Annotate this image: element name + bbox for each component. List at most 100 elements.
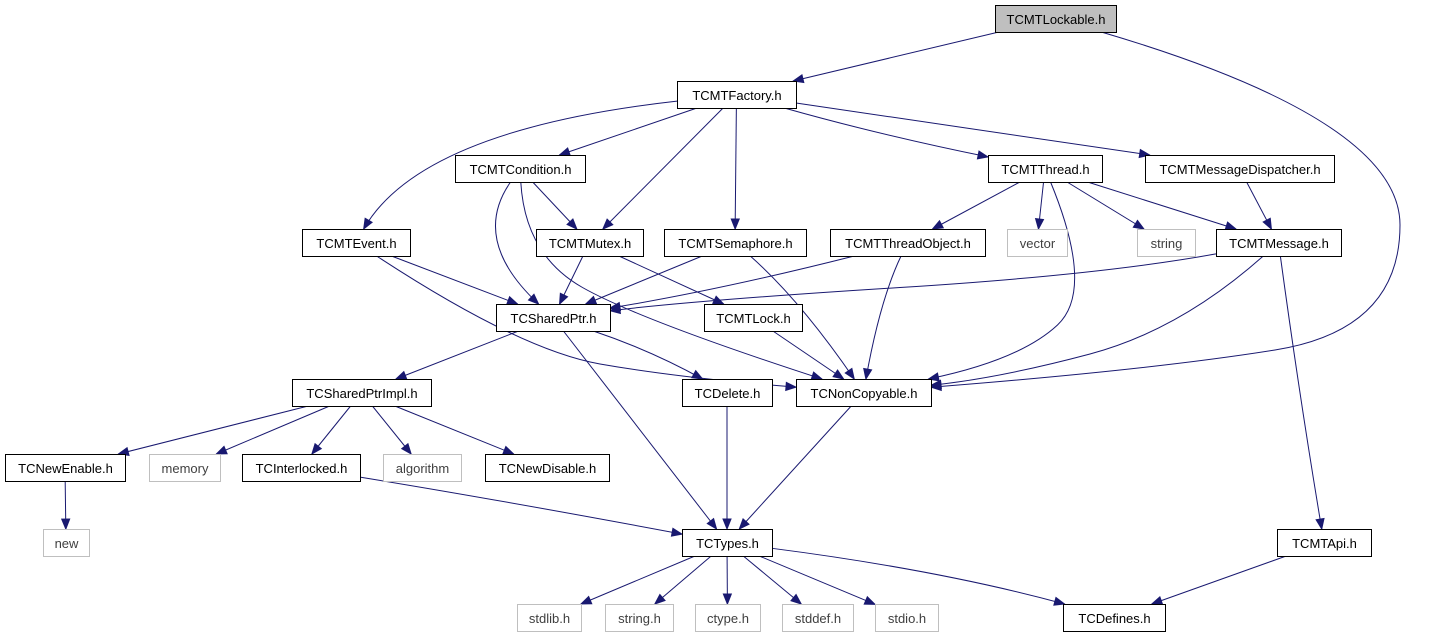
node-label: TCMTApi.h	[1292, 536, 1357, 551]
edge-tcsharedptr-h-to-tcdelete-h	[593, 330, 703, 380]
edge-tcmtlockable-h-to-tcnoncopyable-h	[930, 31, 1401, 388]
node-label: new	[55, 536, 79, 551]
node-algorithm: algorithm	[383, 454, 462, 482]
node-tcdefines-h[interactable]: TCDefines.h	[1063, 604, 1166, 632]
arrowhead-tcmtevent-h-to-tcnoncopyable-h	[785, 381, 798, 392]
node-tcmtcondition-h[interactable]: TCMTCondition.h	[455, 155, 586, 183]
node-tcmtfactory-h[interactable]: TCMTFactory.h	[677, 81, 797, 109]
arrowhead-tctypes-h-to-ctype-h	[722, 593, 733, 606]
edge-tcsharedptrimpl-h-to-memory	[216, 405, 330, 455]
node-box	[292, 379, 432, 407]
edge-tctypes-h-to-tcdefines-h	[771, 547, 1065, 605]
node-layer: TCMTLockable.hTCMTFactory.hTCMTCondition…	[5, 5, 1372, 632]
arrowhead-tctypes-h-to-stddef-h	[790, 593, 803, 605]
arrowhead-tcnewenable-h-to-new	[60, 518, 71, 531]
node-tcmtthreadobject-h[interactable]: TCMTThreadObject.h	[830, 229, 986, 257]
arrowhead-tcmtthread-h-to-tcnoncopyable-h	[927, 372, 940, 382]
node-tcinterlocked-h[interactable]: TCInterlocked.h	[242, 454, 361, 482]
node-tcmtmessage-h[interactable]: TCMTMessage.h	[1216, 229, 1342, 257]
node-tcmtapi-h[interactable]: TCMTApi.h	[1277, 529, 1372, 557]
arrowhead-tcmtmutex-h-to-tcsharedptr-h	[558, 292, 569, 306]
node-box	[496, 304, 611, 332]
node-label: TCMTEvent.h	[316, 236, 396, 251]
edge-tcmtthreadobject-h-to-tcsharedptr-h	[609, 255, 855, 309]
arrowhead-tcmtsemaphore-h-to-tcnoncopyable-h	[844, 367, 855, 381]
edge-tcmtlock-h-to-tcnoncopyable-h	[772, 330, 844, 380]
node-vector: vector	[1007, 229, 1068, 257]
edge-tcmtfactory-h-to-tcmtmutex-h	[602, 107, 724, 230]
arrowhead-tcmtthread-h-to-tcmtmessage-h	[1224, 221, 1238, 231]
node-box	[677, 81, 797, 109]
arrowhead-tcmtmessage-h-to-tcmtapi-h	[1315, 517, 1325, 531]
node-label: stdlib.h	[529, 611, 570, 626]
node-box	[682, 529, 773, 557]
node-box	[455, 155, 586, 183]
arrowhead-tcsharedptrimpl-h-to-memory	[215, 445, 228, 455]
node-box	[517, 604, 582, 632]
node-tcmtthread-h[interactable]: TCMTThread.h	[988, 155, 1103, 183]
node-box	[995, 5, 1117, 33]
edge-tcmtfactory-h-to-tcmtmessagedispatcher-h	[795, 102, 1150, 156]
edge-tcinterlocked-h-to-tctypes-h	[359, 476, 683, 535]
node-tcmtevent-h[interactable]: TCMTEvent.h	[302, 229, 411, 257]
edge-tcmtcondition-h-to-tcmtmutex-h	[532, 181, 578, 230]
arrowhead-tctypes-h-to-stdio-h	[863, 595, 877, 605]
arrowhead-tcsharedptrimpl-h-to-tcinterlocked-h	[311, 442, 323, 456]
node-tcmtmessagedispatcher-h[interactable]: TCMTMessageDispatcher.h	[1145, 155, 1335, 183]
node-label: TCMTMessageDispatcher.h	[1159, 162, 1320, 177]
node-tcmtsemaphore-h[interactable]: TCMTSemaphore.h	[664, 229, 807, 257]
node-tcsharedptr-h[interactable]: TCSharedPtr.h	[496, 304, 611, 332]
node-memory: memory	[149, 454, 221, 482]
node-tcnewenable-h[interactable]: TCNewEnable.h	[5, 454, 126, 482]
edge-tcmtcondition-h-to-tcnoncopyable-h	[520, 181, 823, 380]
node-box	[5, 454, 126, 482]
arrowhead-tcmtcondition-h-to-tcmtmutex-h	[566, 218, 578, 230]
node-label: TCInterlocked.h	[256, 461, 348, 476]
arrowhead-tcmtfactory-h-to-tcmtthread-h	[976, 150, 990, 160]
arrowhead-tctypes-h-to-string-h	[653, 593, 666, 605]
node-box	[149, 454, 221, 482]
arrowhead-tcmtfactory-h-to-tcmtmutex-h	[601, 218, 614, 230]
node-tctypes-h[interactable]: TCTypes.h	[682, 529, 773, 557]
node-string: string	[1137, 229, 1196, 257]
edge-tctypes-h-to-stddef-h	[742, 555, 802, 605]
edge-tctypes-h-to-string-h	[654, 555, 712, 605]
node-tcnewdisable-h[interactable]: TCNewDisable.h	[485, 454, 610, 482]
node-tcmtmutex-h[interactable]: TCMTMutex.h	[536, 229, 644, 257]
arrowhead-tcsharedptrimpl-h-to-tcnewdisable-h	[502, 445, 515, 455]
node-string-h: string.h	[605, 604, 674, 632]
node-label: stddef.h	[795, 611, 841, 626]
node-tcdelete-h[interactable]: TCDelete.h	[682, 379, 773, 407]
edge-tcmtthreadobject-h-to-tcnoncopyable-h	[865, 255, 902, 380]
node-box	[796, 379, 932, 407]
node-label: TCMTLockable.h	[1007, 12, 1106, 27]
arrowhead-tcmtthread-h-to-tcmtthreadobject-h	[931, 219, 945, 230]
node-box	[485, 454, 610, 482]
node-tcmtlockable-h[interactable]: TCMTLockable.h	[995, 5, 1117, 33]
edge-tcmtcondition-h-to-tcsharedptr-h	[494, 181, 539, 305]
arrowhead-tcmtmessage-h-to-tcnoncopyable-h	[929, 379, 942, 389]
node-label: TCMTFactory.h	[692, 88, 781, 103]
edge-tcmtthread-h-to-string	[1066, 181, 1145, 230]
node-tcmtlock-h[interactable]: TCMTLock.h	[704, 304, 803, 332]
arrowhead-tcmtthread-h-to-vector	[1034, 218, 1045, 231]
edge-tcmtfactory-h-to-tcmtthread-h	[784, 107, 989, 158]
edge-tcmtmessage-h-to-tcmtapi-h	[1279, 255, 1323, 530]
edge-tcmtthread-h-to-tcmtthreadobject-h	[932, 181, 1021, 230]
edge-tcmtmessage-h-to-tcsharedptr-h	[609, 253, 1217, 312]
node-box	[875, 604, 939, 632]
edge-tcmtfactory-h-to-tcmtcondition-h	[559, 107, 698, 156]
node-label: TCMTThreadObject.h	[845, 236, 971, 251]
node-label: vector	[1020, 236, 1056, 251]
arrowhead-tcmtfactory-h-to-tcmtcondition-h	[558, 147, 571, 157]
edge-tcmtthread-h-to-tcmtmessage-h	[1087, 181, 1237, 230]
node-tcsharedptrimpl-h[interactable]: TCSharedPtrImpl.h	[292, 379, 432, 407]
node-label: string	[1151, 236, 1183, 251]
node-tcnoncopyable-h[interactable]: TCNonCopyable.h	[796, 379, 932, 407]
arrowhead-tcmtmessagedispatcher-h-to-tcmtmessage-h	[1262, 217, 1273, 231]
node-box	[383, 454, 462, 482]
arrowhead-tcmtthread-h-to-string	[1132, 219, 1146, 230]
node-box	[242, 454, 361, 482]
node-label: string.h	[618, 611, 661, 626]
node-label: TCDelete.h	[695, 386, 761, 401]
